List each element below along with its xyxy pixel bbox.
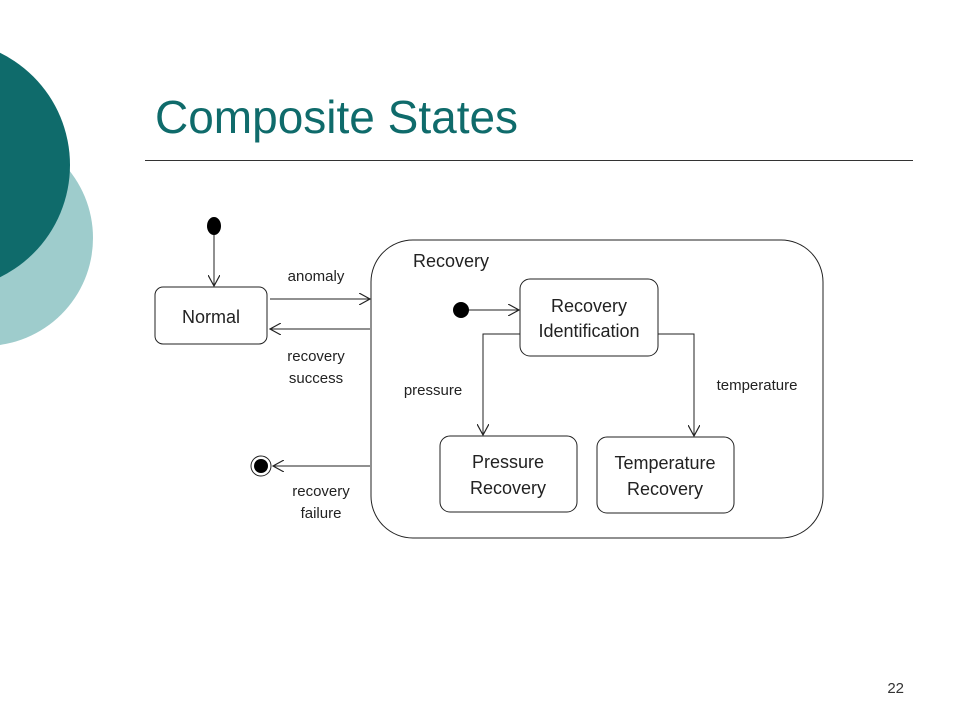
state-recovery-identification-line1: Recovery <box>551 296 627 316</box>
initial-state-dot <box>207 217 221 235</box>
slide-title: Composite States <box>155 91 519 143</box>
state-pressure-recovery-line2: Recovery <box>470 478 546 498</box>
inner-initial-state-dot <box>453 302 469 318</box>
state-pressure-recovery: Pressure Recovery <box>439 435 578 513</box>
pressure-transition-arrow <box>483 333 520 435</box>
final-state <box>250 455 272 477</box>
recovery-success-label-line2: success <box>289 370 343 387</box>
page-number: 22 <box>887 680 904 697</box>
title-divider <box>145 160 913 161</box>
pressure-label: pressure <box>404 382 462 399</box>
dark-teal-circle <box>0 52 70 278</box>
state-recovery-identification-line2: Identification <box>538 321 639 341</box>
temperature-label: temperature <box>717 377 798 394</box>
state-pressure-recovery-line1: Pressure <box>472 452 544 472</box>
state-recovery-identification: Recovery Identification <box>519 278 659 357</box>
recovery-failure-label-line2: failure <box>301 505 342 522</box>
decorative-circles <box>0 52 93 345</box>
temperature-transition-arrow <box>658 333 694 436</box>
recovery-failure-label-line1: recovery <box>292 483 350 500</box>
anomaly-label: anomaly <box>288 268 345 285</box>
state-temperature-recovery: Temperature Recovery <box>596 436 735 514</box>
state-normal: Normal <box>154 286 268 345</box>
state-recovery-composite-label: Recovery <box>413 251 489 271</box>
state-temperature-recovery-line2: Recovery <box>627 479 703 499</box>
state-temperature-recovery-line1: Temperature <box>614 453 715 473</box>
state-normal-label: Normal <box>182 307 240 327</box>
recovery-success-label-line1: recovery <box>287 348 345 365</box>
